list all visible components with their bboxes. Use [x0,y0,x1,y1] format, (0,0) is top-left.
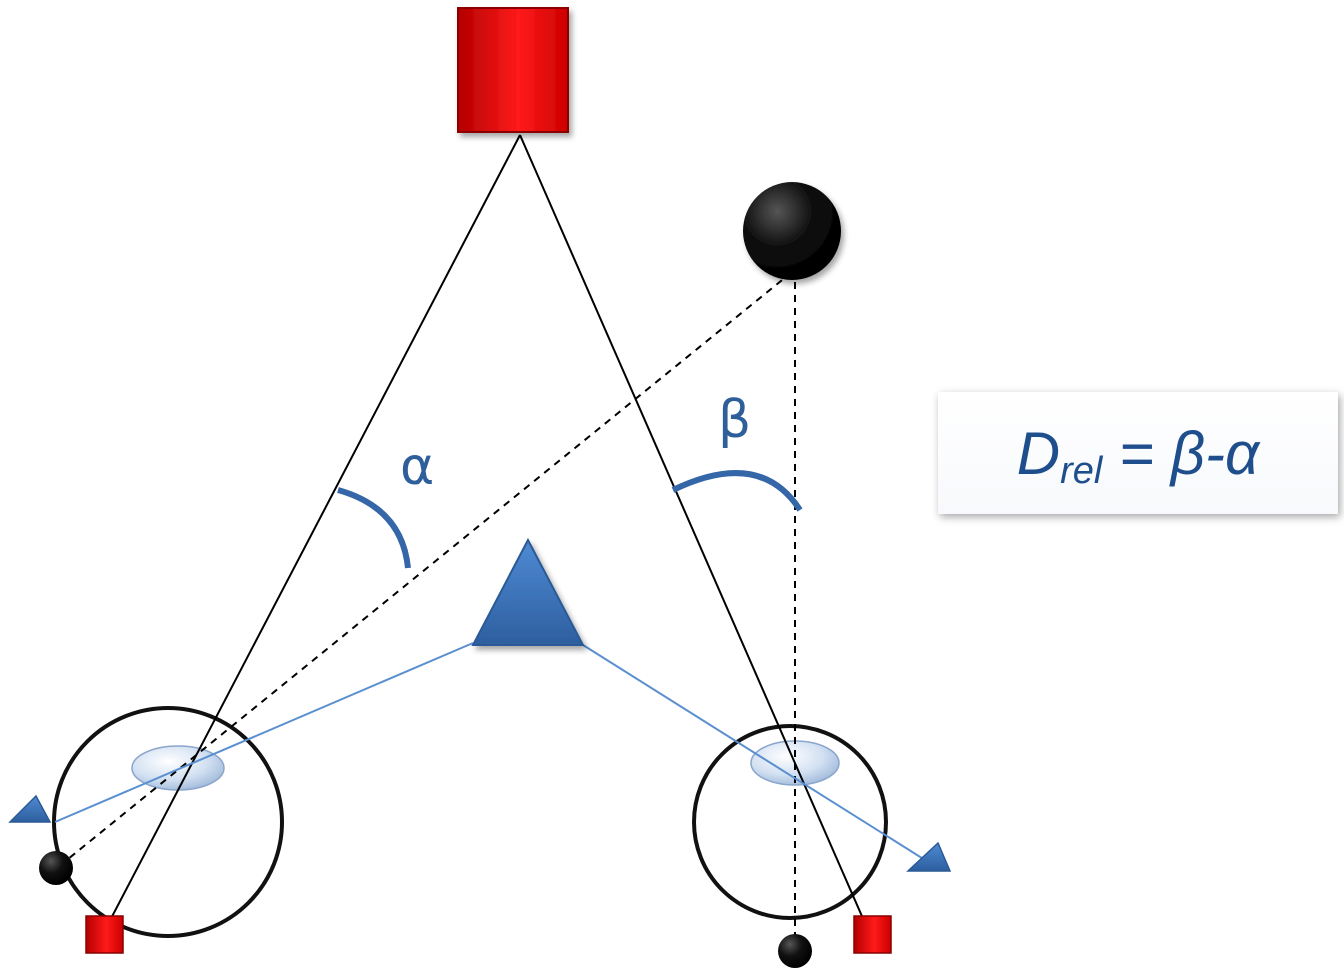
left-fixation-sight-line [54,642,474,823]
formula-lhs-subscript: rel [1060,449,1103,492]
near-object-black-circle [743,182,841,280]
beta-label: β [718,390,751,450]
left-retina-triangle-image [8,794,52,823]
left-far-sight-line [104,134,521,931]
alpha-label: α [400,437,434,497]
left-eyeball [52,706,284,938]
formula-equals: = [1102,419,1171,487]
left-retina-circle-image [39,851,73,885]
right-retina-circle-image [778,934,812,968]
far-object-red-square [457,7,569,133]
right-eyeball [692,724,888,920]
alpha-angle-arc [337,487,411,569]
fixation-object-blue-triangle [471,537,585,646]
formula-lhs-symbol: D [1016,419,1061,487]
right-fixation-sight-line [582,644,926,861]
right-far-sight-line [519,134,869,931]
left-near-sight-line [56,271,793,869]
right-retina-triangle-image [906,841,952,872]
beta-angle-arc [671,470,803,512]
left-retina-square-image [85,915,124,954]
formula-rhs: β-α [1170,419,1260,487]
right-retina-square-image [853,915,892,954]
